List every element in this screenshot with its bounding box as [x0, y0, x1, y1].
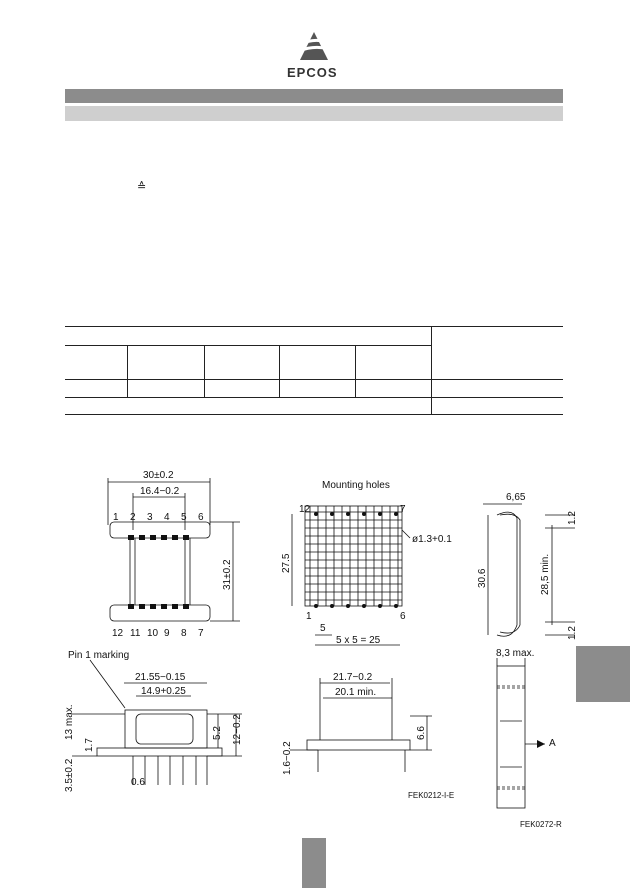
section-tab — [576, 646, 630, 702]
dim-12: 12−0.2 — [232, 714, 243, 745]
logo-text: EPCOS — [287, 65, 338, 80]
dim-pin: 0.6 — [131, 777, 145, 788]
pin-label: 10 — [147, 628, 159, 639]
dim-6-6: 6.6 — [416, 726, 427, 740]
pin1-marking-label: Pin 1 marking — [68, 650, 129, 661]
pin-label: 12 — [299, 504, 311, 515]
dim-5-2: 5.2 — [212, 726, 223, 740]
dim-side-inner: 14.9+0.25 — [141, 686, 186, 697]
pin-label: 4 — [164, 512, 170, 523]
dim-clip-min: 28,5 min. — [540, 554, 551, 595]
pin-label: 11 — [130, 628, 141, 639]
pin-label: 6 — [198, 512, 204, 523]
dim-mount-height: 27.5 — [281, 553, 292, 573]
pin-label: 1 — [113, 512, 119, 523]
pin-label: 8 — [181, 628, 187, 639]
arrow-label: A — [549, 738, 556, 749]
dim-3-5: 3.5±0.2 — [64, 758, 75, 792]
clip-code: FEK0272-R — [520, 820, 562, 829]
drawing-code: FEK0212-I-E — [408, 791, 454, 800]
dim-clip-top: 6,65 — [506, 492, 526, 503]
dim-hole: ø1.3+0.1 — [412, 534, 452, 545]
mounting-title: Mounting holes — [322, 480, 390, 491]
dim-height-max: 13 max. — [64, 704, 75, 740]
pin-label: 7 — [400, 504, 406, 515]
page-tab — [302, 838, 326, 888]
pin-label: 3 — [147, 512, 153, 523]
pin-label: 1 — [306, 611, 312, 622]
header-bar-dark — [65, 89, 563, 103]
pin-label: 12 — [112, 628, 124, 639]
dim-pitch: 5 — [320, 623, 326, 634]
pin-label: 6 — [400, 611, 406, 622]
dim-front-width: 21.7−0.2 — [333, 672, 373, 683]
technical-drawing: 30±0.2 16.4−0.2 1 2 3 4 5 6 12 11 10 9 8… — [64, 470, 578, 829]
dim-front-min: 20.1 min. — [335, 687, 376, 698]
spec-table — [65, 326, 563, 415]
dim-1-7: 1.7 — [84, 738, 95, 752]
pin-label: 2 — [130, 512, 136, 523]
dim-pin-span: 16.4−0.2 — [140, 486, 180, 497]
header-bar-light — [65, 106, 563, 121]
dim-clip-height: 30.6 — [477, 568, 488, 588]
dim-top-width: 30±0.2 — [143, 470, 174, 481]
dim-1-6: 1.6−0.2 — [282, 741, 293, 775]
pin-label: 5 — [181, 512, 187, 523]
pin-label: 9 — [164, 628, 170, 639]
dim-clip-right-top: 1.2 — [567, 511, 578, 525]
dim-side-width: 21.55−0.15 — [135, 672, 186, 683]
dim-clip-front-top: 8,3 max. — [496, 648, 534, 659]
epcos-logo-icon — [298, 32, 330, 60]
dim-clip-right-bottom: 1.2 — [567, 626, 578, 640]
pin-label: 7 — [198, 628, 204, 639]
dim-span: 5 x 5 = 25 — [336, 635, 381, 646]
dim-top-height: 31±0.2 — [222, 559, 233, 590]
correspondence-symbol: ≙ — [137, 181, 147, 193]
